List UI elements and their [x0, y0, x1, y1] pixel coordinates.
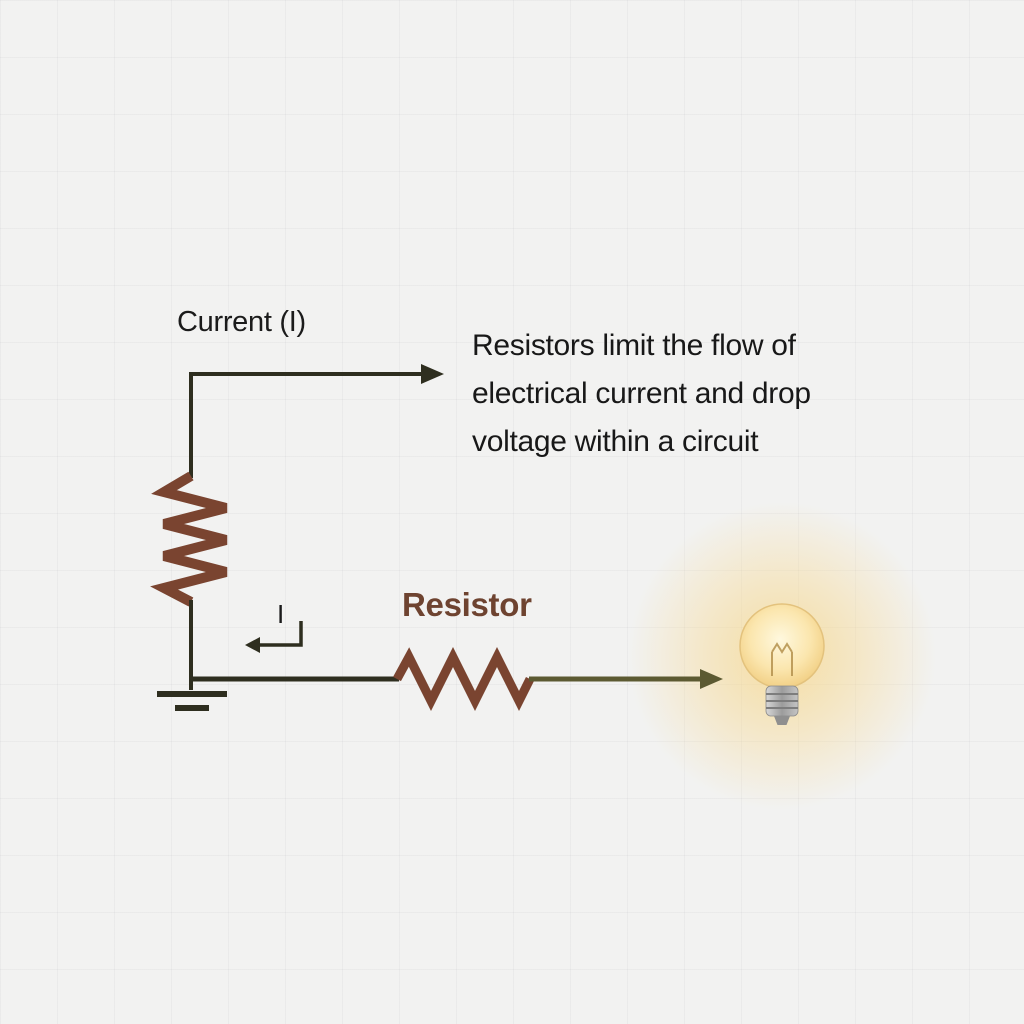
light-bulb-icon — [739, 603, 825, 725]
branch-current-arrow-icon — [245, 621, 303, 653]
description-line: Resistors limit the flow of — [472, 329, 796, 362]
current-arrow-icon — [191, 364, 444, 384]
branch-current-label: I — [277, 599, 285, 629]
bulb-arrow-icon — [529, 669, 723, 689]
ground-symbol-icon — [157, 691, 227, 711]
resistor-label: Resistor — [402, 586, 532, 623]
horizontal-resistor — [393, 646, 535, 712]
bulb-glass — [739, 603, 825, 689]
vertical-resistor — [150, 471, 228, 607]
bulb-base — [765, 685, 799, 725]
current-label: Current (I) — [177, 306, 306, 338]
description-line: voltage within a circuit — [472, 425, 759, 458]
description-line: electrical current and drop — [472, 377, 811, 410]
bulb-filament — [771, 642, 793, 676]
description-text: Resistors limit the flow of electrical c… — [472, 322, 811, 466]
